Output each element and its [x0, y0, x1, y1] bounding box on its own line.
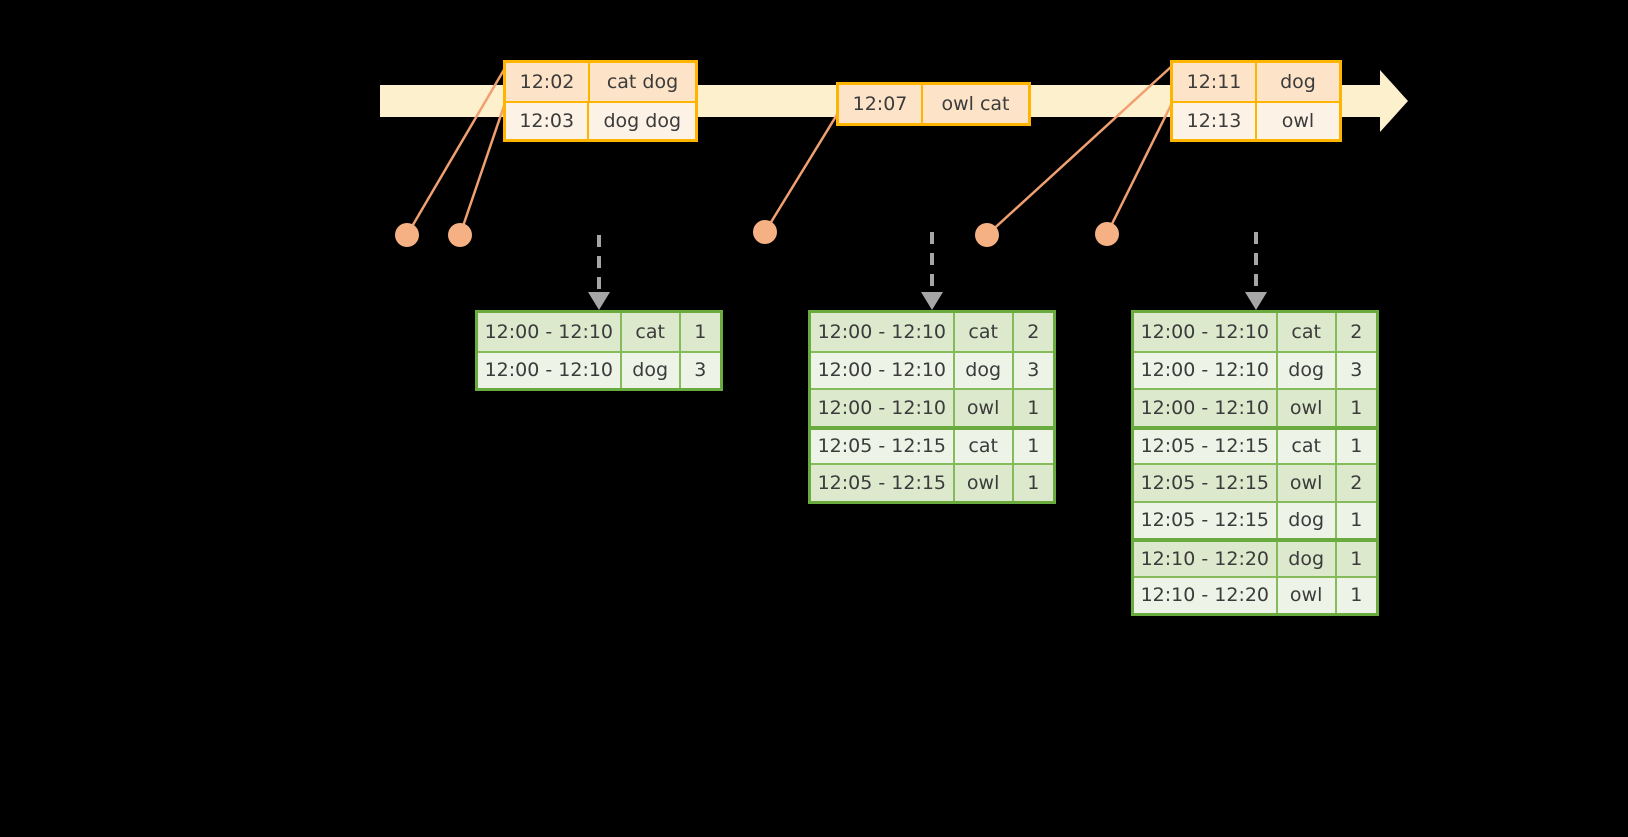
- word-cell: owl: [955, 390, 1014, 426]
- event-dot-5[interactable]: [1095, 222, 1119, 246]
- window-cell: 12:00 - 12:10: [811, 313, 955, 351]
- down-arrows: [588, 232, 1267, 310]
- event-words: owl cat: [941, 93, 1010, 115]
- event-row: 12:11 dog: [1173, 63, 1339, 101]
- window-cell: 12:05 - 12:15: [1134, 465, 1278, 501]
- word-cell: cat: [1278, 429, 1337, 463]
- connector-2: [458, 102, 507, 236]
- count-cell: 1: [1027, 471, 1040, 494]
- down-arrow-2: [921, 232, 943, 310]
- window-cell: 12:10 - 12:20: [1134, 577, 1278, 613]
- count-cell: 3: [694, 359, 707, 382]
- timeline-arrowhead: [1380, 70, 1408, 132]
- count-cell: 2: [1027, 320, 1040, 343]
- window-cell: 12:00 - 12:10: [478, 313, 622, 351]
- connector-5: [1105, 102, 1174, 235]
- event-dot-3[interactable]: [753, 220, 777, 244]
- event-words: owl: [1281, 110, 1315, 132]
- word-cell: dog: [1278, 542, 1337, 576]
- event-words: cat dog: [606, 71, 679, 93]
- word-cell: cat: [1278, 313, 1337, 351]
- connector-3: [763, 112, 840, 233]
- down-arrow-1: [588, 235, 610, 310]
- event-words: dog dog: [603, 110, 681, 132]
- down-arrow-3: [1245, 232, 1267, 310]
- event-row: 12:07 owl cat: [839, 85, 1028, 123]
- count-cell: 2: [1350, 320, 1363, 343]
- word-cell: owl: [1278, 577, 1337, 613]
- window-cell: 12:05 - 12:15: [1134, 429, 1278, 463]
- window-cell: 12:05 - 12:15: [811, 465, 955, 501]
- count-cell: 3: [1350, 359, 1363, 382]
- count-cell: 1: [1027, 435, 1040, 458]
- event-group-2[interactable]: 12:07 owl cat: [836, 82, 1031, 126]
- word-cell: cat: [955, 313, 1014, 351]
- event-row: 12:03 dog dog: [506, 101, 695, 139]
- event-time: 12:11: [1173, 63, 1257, 101]
- word-cell: dog: [622, 352, 681, 388]
- word-cell: dog: [955, 352, 1014, 388]
- count-cell: 2: [1350, 471, 1363, 494]
- window-cell: 12:00 - 12:10: [1134, 390, 1278, 426]
- window-cell: 12:00 - 12:10: [811, 352, 955, 388]
- count-cell: 1: [1350, 584, 1363, 607]
- event-row: 12:02 cat dog: [506, 63, 695, 101]
- window-cell: 12:05 - 12:15: [1134, 502, 1278, 538]
- event-dots: [395, 220, 1119, 247]
- window-cell: 12:10 - 12:20: [1134, 542, 1278, 576]
- word-cell: owl: [955, 465, 1014, 501]
- event-time: 12:03: [506, 103, 590, 139]
- window-cell: 12:00 - 12:10: [811, 390, 955, 426]
- event-time: 12:07: [839, 85, 923, 123]
- word-cell: owl: [1278, 390, 1337, 426]
- word-cell: owl: [1278, 465, 1337, 501]
- event-dot-4[interactable]: [975, 223, 999, 247]
- count-cell: 1: [1350, 435, 1363, 458]
- word-cell: cat: [955, 429, 1014, 463]
- count-cell: 3: [1027, 359, 1040, 382]
- window-cell: 12:00 - 12:10: [478, 352, 622, 388]
- count-cell: 1: [1350, 396, 1363, 419]
- window-cell: 12:00 - 12:10: [1134, 313, 1278, 351]
- event-group-1[interactable]: 12:02 cat dog 12:03 dog dog: [503, 60, 698, 142]
- event-dot-2[interactable]: [448, 223, 472, 247]
- word-cell: cat: [622, 313, 681, 351]
- count-cell: 1: [1350, 509, 1363, 532]
- word-cell: dog: [1278, 352, 1337, 388]
- event-words: dog: [1280, 71, 1316, 93]
- word-cell: dog: [1278, 502, 1337, 538]
- count-cell: 1: [1350, 547, 1363, 570]
- event-dot-1[interactable]: [395, 223, 419, 247]
- count-cell: 1: [1027, 396, 1040, 419]
- count-cell: 1: [694, 320, 707, 343]
- event-time: 12:13: [1173, 103, 1257, 139]
- event-time: 12:02: [506, 63, 590, 101]
- window-cell: 12:00 - 12:10: [1134, 352, 1278, 388]
- event-row: 12:13 owl: [1173, 101, 1339, 139]
- event-group-3[interactable]: 12:11 dog 12:13 owl: [1170, 60, 1342, 142]
- window-cell: 12:05 - 12:15: [811, 429, 955, 463]
